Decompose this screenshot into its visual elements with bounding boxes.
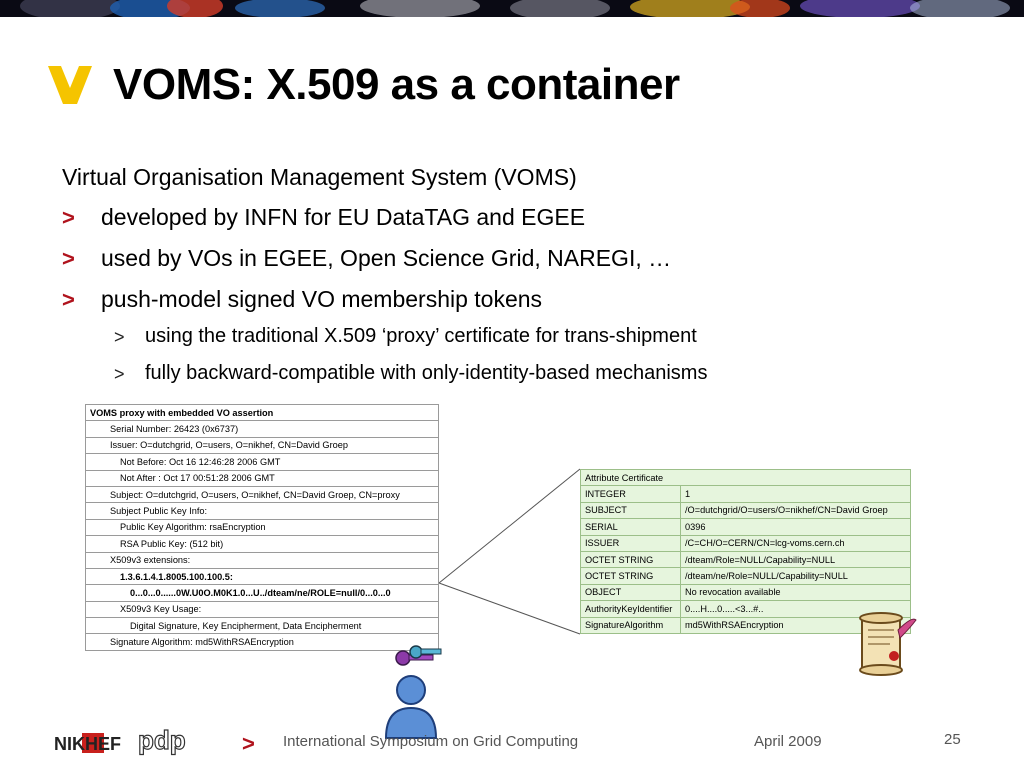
attr-field: AuthorityKeyIdentifier	[580, 600, 681, 618]
proxy-row: 1.3.6.1.4.1.8005.100.100.5:	[85, 567, 439, 586]
footer-arrow: >	[242, 731, 255, 756]
proxy-row: Subject: O=dutchgrid, O=users, O=nikhef,…	[85, 485, 439, 504]
sub-bullet-item: using the traditional X.509 ‘proxy’ cert…	[145, 325, 697, 347]
proxy-row: Not After : Oct 17 00:51:28 2006 GMT	[85, 469, 439, 487]
top-banner-image	[0, 0, 1024, 17]
pdp-logo: pdp	[136, 724, 190, 757]
proxy-cell: Public Key Algorithm: rsaEncryption	[85, 518, 439, 537]
proxy-row: Signature Algorithm: md5WithRSAEncryptio…	[85, 633, 439, 651]
attr-value: 0396	[680, 518, 911, 536]
keys-icon	[394, 640, 444, 676]
bullet-item: developed by INFN for EU DataTAG and EGE…	[101, 204, 586, 230]
attr-field: OCTET STRING	[580, 567, 681, 585]
attr-value: /O=dutchgrid/O=users/O=nikhef/CN=David G…	[680, 501, 911, 520]
nikhef-logo: NIKHEF	[52, 731, 132, 755]
proxy-cell: Digital Signature, Key Encipherment, Dat…	[85, 617, 439, 635]
attr-value: /dteam/ne/Role=NULL/Capability=NULL	[680, 567, 911, 585]
slide-number: 25	[944, 731, 961, 748]
proxy-row: Subject Public Key Info:	[85, 502, 439, 520]
attr-value: 1	[680, 485, 911, 503]
attr-value: md5WithRSAEncryption	[680, 616, 911, 634]
attr-row: OCTET STRING/dteam/ne/Role=NULL/Capabili…	[580, 567, 911, 585]
sub-bullet-marker: >	[114, 327, 125, 347]
bullet-marker: >	[62, 287, 75, 312]
proxy-cell: X509v3 Key Usage:	[85, 600, 439, 619]
attr-value: /dteam/Role=NULL/Capability=NULL	[680, 550, 911, 569]
proxy-row: 0...0...0......0W.U0O.M0K1.0...U../dteam…	[85, 584, 439, 602]
proxy-cell: VOMS proxy with embedded VO assertion	[85, 403, 439, 422]
attr-field: SERIAL	[580, 518, 681, 536]
footer-date: April 2009	[754, 733, 822, 750]
proxy-row: X509v3 extensions:	[85, 551, 439, 569]
attr-field: INTEGER	[580, 485, 681, 503]
proxy-cell: Issuer: O=dutchgrid, O=users, O=nikhef, …	[85, 436, 439, 455]
proxy-cell: Not After : Oct 17 00:51:28 2006 GMT	[85, 469, 439, 487]
attr-field: OCTET STRING	[580, 550, 681, 569]
proxy-row: Digital Signature, Key Encipherment, Dat…	[85, 617, 439, 635]
attr-header-row: Attribute Certificate	[580, 468, 911, 487]
attr-row: OCTET STRING/dteam/Role=NULL/Capability=…	[580, 550, 911, 569]
attr-field: OBJECT	[580, 583, 681, 602]
slide-title: VOMS: X.509 as a container	[113, 60, 680, 109]
sub-bullet-marker: >	[114, 364, 125, 384]
proxy-row: Not Before: Oct 16 12:46:28 2006 GMT	[85, 453, 439, 471]
bullet-item: used by VOs in EGEE, Open Science Grid, …	[101, 245, 672, 271]
proxy-cell: 1.3.6.1.4.1.8005.100.100.5:	[85, 567, 439, 586]
bullet-marker: >	[62, 246, 75, 271]
attr-header: Attribute Certificate	[580, 468, 911, 487]
sub-bullet-item: fully backward-compatible with only-iden…	[145, 362, 708, 384]
proxy-cell: 0...0...0......0W.U0O.M0K1.0...U../dteam…	[85, 584, 439, 602]
proxy-cell: X509v3 extensions:	[85, 551, 439, 569]
bullet-marker: >	[62, 205, 75, 230]
attr-field: ISSUER	[580, 534, 681, 552]
proxy-cell: Subject: O=dutchgrid, O=users, O=nikhef,…	[85, 485, 439, 504]
bullet-item: push-model signed VO membership tokens	[101, 286, 543, 312]
proxy-cell: Signature Algorithm: md5WithRSAEncryptio…	[85, 633, 439, 651]
proxy-row: VOMS proxy with embedded VO assertion	[85, 403, 439, 422]
proxy-row: Public Key Algorithm: rsaEncryption	[85, 518, 439, 537]
pdp-logo-text: pdp	[138, 727, 186, 755]
user-avatar-icon	[380, 670, 442, 740]
v-chevron-icon	[48, 66, 92, 104]
proxy-row: RSA Public Key: (512 bit)	[85, 535, 439, 553]
proxy-row: Issuer: O=dutchgrid, O=users, O=nikhef, …	[85, 436, 439, 455]
attr-row: SUBJECT/O=dutchgrid/O=users/O=nikhef/CN=…	[580, 501, 911, 520]
attr-row: ISSUER/C=CH/O=CERN/CN=lcg-voms.cern.ch	[580, 534, 911, 552]
intro-line: Virtual Organisation Management System (…	[62, 164, 577, 190]
proxy-cell: Serial Number: 26423 (0x6737)	[85, 420, 439, 438]
proxy-cell: Not Before: Oct 16 12:46:28 2006 GMT	[85, 453, 439, 471]
proxy-row: Serial Number: 26423 (0x6737)	[85, 420, 439, 438]
attr-field: SignatureAlgorithm	[580, 616, 681, 634]
attr-field: SUBJECT	[580, 501, 681, 520]
attr-value: No revocation available	[680, 583, 911, 602]
scroll-certificate-icon	[852, 610, 920, 678]
attr-value: /C=CH/O=CERN/CN=lcg-voms.cern.ch	[680, 534, 911, 552]
proxy-cell: RSA Public Key: (512 bit)	[85, 535, 439, 553]
footer-conference: International Symposium on Grid Computin…	[283, 733, 579, 750]
proxy-cell: Subject Public Key Info:	[85, 502, 439, 520]
proxy-row: X509v3 Key Usage:	[85, 600, 439, 619]
nikhef-logo-text: NIKHEF	[54, 734, 121, 754]
